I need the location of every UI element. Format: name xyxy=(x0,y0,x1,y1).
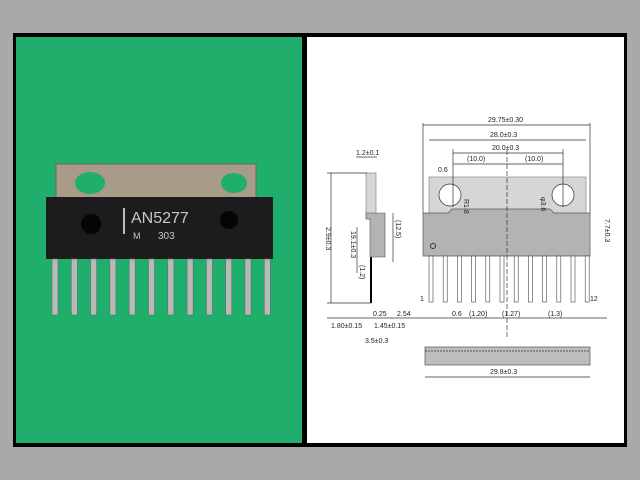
pin1-dot xyxy=(430,243,436,249)
pin xyxy=(206,258,213,316)
pin xyxy=(244,258,252,316)
pin xyxy=(128,258,136,316)
pin-label-first: 1 xyxy=(420,296,424,303)
dim-tab-width: 28.0±0.3 xyxy=(490,132,517,139)
dim-tab-height: (12.5) xyxy=(394,220,401,238)
drawing-svg: 29.75±0.30 28.0±0.3 20.0±0.3 (10.0) (10.… xyxy=(324,117,610,378)
drawing-pin xyxy=(584,255,590,303)
dim-left-a: 1.80±0.15 xyxy=(331,323,362,330)
dim-pitch: 2.54 xyxy=(397,311,411,318)
chip-photo: AN5277 M 303 xyxy=(16,37,302,443)
pin xyxy=(167,258,175,316)
drawing-pin xyxy=(485,255,491,303)
dim-bottom-length: 29.8±0.3 xyxy=(490,369,517,376)
body-hole-left xyxy=(81,214,101,234)
pin xyxy=(186,258,194,316)
dim-hole-offset: 0.6 xyxy=(438,167,448,174)
pin xyxy=(51,258,59,316)
pin xyxy=(264,258,271,316)
part-marking: AN5277 xyxy=(131,210,189,227)
drawing-pin xyxy=(542,255,547,303)
bottom-view xyxy=(424,346,591,366)
side-tab xyxy=(365,172,377,220)
drawing-pin xyxy=(499,255,505,303)
dim-base: 3.5±0.3 xyxy=(365,338,388,345)
dim-half-left: (10.0) xyxy=(467,156,485,163)
date-code: 303 xyxy=(158,231,175,242)
pin-label-last: 12 xyxy=(590,296,598,303)
drawing-pin xyxy=(457,255,462,303)
dim-pin-width: 0.6 xyxy=(452,311,462,318)
dim-p2: (1.27) xyxy=(502,311,520,318)
dim-hole-spacing: 20.0±0.3 xyxy=(492,145,519,152)
drawing-pin xyxy=(428,255,434,303)
dim-lead-bend: (1.2) xyxy=(358,265,365,279)
pin xyxy=(109,258,117,316)
dim-p3: (1.3) xyxy=(548,311,562,318)
body-hole-right xyxy=(220,211,238,229)
dim-tab-thickness: 1.2±0.1 xyxy=(356,150,379,157)
dim-overall-height: 2.9±0.3 xyxy=(324,227,331,250)
drawing-pin xyxy=(442,255,448,303)
chip-body xyxy=(46,197,273,259)
side-body xyxy=(365,212,386,258)
front-hole-left xyxy=(438,183,462,207)
pin1-marker xyxy=(123,208,125,234)
dim-half-right: (10.0) xyxy=(525,156,543,163)
front-body xyxy=(422,208,591,257)
pins xyxy=(51,258,271,316)
drawing-pins xyxy=(428,255,590,303)
tab-hole-left xyxy=(75,172,105,194)
dim-body-height: 19.1±0.3 xyxy=(349,231,356,258)
chip-photo-svg: AN5277 M 303 xyxy=(46,163,273,316)
pin xyxy=(90,258,97,316)
maker-logo: M xyxy=(133,231,141,241)
tab-hole-right xyxy=(221,173,247,193)
drawing-pin xyxy=(513,255,519,303)
technical-drawing: 29.75±0.30 28.0±0.3 20.0±0.3 (10.0) (10.… xyxy=(307,37,624,443)
dim-lead-thickness: 0.25 xyxy=(373,311,387,318)
drawing-pin xyxy=(570,255,576,303)
dim-overall-width: 29.75±0.30 xyxy=(488,117,523,124)
dim-left-b: 1.45±0.15 xyxy=(374,323,405,330)
dim-right-height: 7.7±0.3 xyxy=(603,219,610,242)
drawing-pin xyxy=(471,255,476,303)
pin xyxy=(70,258,78,316)
dim-p1: (1.20) xyxy=(469,311,487,318)
drawing-pin xyxy=(528,255,533,303)
dim-hole-diameter: φ3.6 xyxy=(539,197,546,211)
dim-hole-radius: R1.8 xyxy=(462,199,469,214)
pin xyxy=(148,258,155,316)
drawing-pin xyxy=(556,255,562,303)
pin xyxy=(225,258,232,316)
